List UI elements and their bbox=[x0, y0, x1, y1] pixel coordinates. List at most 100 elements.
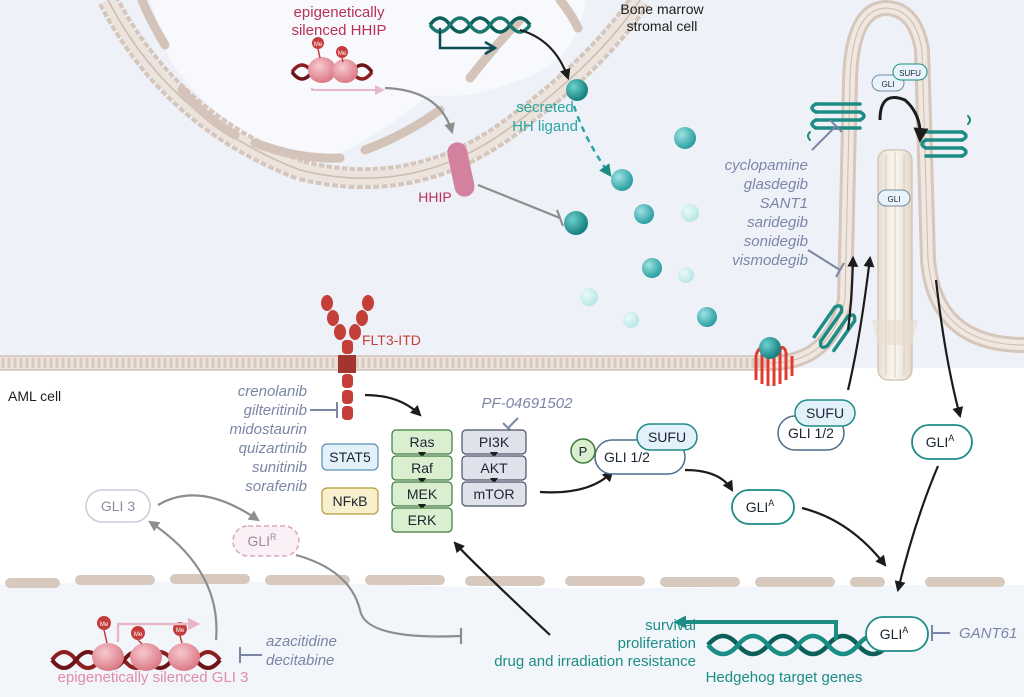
pi3k-label-pi3k: PI3K bbox=[479, 434, 510, 450]
pi3k-box-mtor bbox=[461, 481, 527, 507]
primary-cilium bbox=[872, 149, 918, 381]
flt3-inhibitors: crenolanibgilteritinibmidostaurinquizart… bbox=[229, 383, 307, 495]
glir-superscript: R bbox=[270, 532, 277, 542]
cilium-gli-sufu-complex: GLI SUFU GLI bbox=[871, 63, 928, 207]
svg-text:Me: Me bbox=[176, 628, 185, 634]
hh-targets-label: Hedgehog target genes bbox=[706, 669, 863, 686]
gant61-label: GANT61 bbox=[959, 625, 1017, 642]
phospho-label: P bbox=[579, 444, 588, 459]
svg-text:GLIA: GLIA bbox=[880, 625, 909, 642]
glia-cilium: GLIA bbox=[911, 424, 973, 460]
p-gli12-label: GLI 1/2 bbox=[604, 449, 650, 465]
smo-drug-sonidegib: sonidegib bbox=[744, 233, 808, 250]
nfkb-box: NFκB bbox=[321, 487, 379, 515]
hypo-drug-azacitidine: azacitidine bbox=[266, 633, 337, 650]
stromal-cell-membrane bbox=[98, 0, 650, 190]
svg-text:Me: Me bbox=[314, 42, 323, 48]
hypomethylating-agents: azacitidine decitabine bbox=[266, 633, 337, 669]
pi3k-inhibitor-label: PF-04691502 bbox=[482, 395, 574, 412]
hypo-drug-decitabine: decitabine bbox=[266, 652, 334, 669]
svg-text:Me: Me bbox=[134, 632, 143, 638]
hhip-label: HHIP bbox=[418, 189, 451, 205]
aml-nucleus bbox=[0, 581, 1024, 697]
svg-text:GLIA: GLIA bbox=[926, 433, 955, 450]
flt3-drug-quizartinib: quizartinib bbox=[239, 440, 307, 457]
stromal-nucleus bbox=[150, 0, 585, 170]
outcome-drug: drug and irradiation resistance bbox=[494, 653, 696, 670]
mapk-label-raf: Raf bbox=[411, 460, 433, 476]
flt3-label: FLT3-ITD bbox=[362, 332, 421, 348]
mapk-label-mek: MEK bbox=[407, 486, 438, 502]
svg-text:Me: Me bbox=[338, 51, 347, 57]
mapk-step-arrow bbox=[418, 478, 426, 484]
flt3-drug-sunitinib: sunitinib bbox=[252, 459, 307, 476]
pi3k-step-arrow bbox=[490, 452, 498, 458]
glir-protein: GLIR bbox=[232, 525, 300, 557]
hh-ligand-origin bbox=[566, 79, 588, 101]
pi3k-step-arrow bbox=[490, 478, 498, 484]
pi3k-label-mtor: mTOR bbox=[474, 486, 515, 502]
sufu-label: SUFU bbox=[806, 405, 844, 421]
stromal-hh-gene-dna bbox=[428, 16, 532, 56]
aml-nuclear-envelope bbox=[5, 574, 1005, 588]
glia-cilium-superscript: A bbox=[948, 433, 954, 443]
epi-gli3-label: epigenetically silenced GLI 3 bbox=[58, 669, 249, 686]
pathway-arrows bbox=[148, 28, 964, 644]
phospho-marker bbox=[570, 438, 596, 464]
hhip-protein bbox=[447, 142, 475, 197]
flt3-drug-sorafenib: sorafenib bbox=[245, 478, 307, 495]
stat5-label: STAT5 bbox=[329, 449, 371, 465]
cilium-sufu-label: SUFU bbox=[899, 69, 921, 78]
cilium-gli-label: GLI bbox=[882, 80, 895, 89]
outcome-proliferation: proliferation bbox=[618, 635, 696, 652]
gli-sufu-complex-cilium: GLI 1/2 SUFU bbox=[777, 399, 856, 451]
glia-cytoplasm-superscript: A bbox=[768, 498, 774, 508]
gli3-label: GLI 3 bbox=[101, 498, 135, 514]
p-sufu-label: SUFU bbox=[648, 429, 686, 445]
aml-cell-label: AML cell bbox=[8, 388, 61, 404]
inhibition-lines bbox=[239, 119, 950, 663]
glia-nucleus-superscript: A bbox=[902, 625, 908, 635]
mapk-label-ras: Ras bbox=[410, 434, 435, 450]
outcome-survival: survival bbox=[645, 617, 696, 634]
smo-drug-cyclopamine: cyclopamine bbox=[725, 157, 808, 174]
stat5-box: STAT5 bbox=[321, 443, 379, 471]
hh-target-genes-dna bbox=[706, 633, 890, 657]
hh-ligands bbox=[564, 79, 717, 328]
flt3-drug-crenolanib: crenolanib bbox=[238, 383, 307, 400]
bound-hh-ligand bbox=[759, 337, 781, 359]
nfkb-label: NFκB bbox=[333, 493, 368, 509]
hhip-bound-ligand bbox=[564, 211, 588, 235]
glir-label: GLI bbox=[247, 533, 270, 549]
smo-receptor-3 bbox=[812, 304, 857, 353]
glia-nucleus: GLIA bbox=[865, 616, 929, 652]
smo-drug-saridegib: saridegib bbox=[747, 214, 808, 231]
glia-nucleus-label: GLI bbox=[880, 626, 903, 642]
glia-cilium-label: GLI bbox=[926, 434, 949, 450]
svg-text:GLIR: GLIR bbox=[247, 532, 277, 549]
glia-cytoplasm: GLIA bbox=[731, 489, 795, 525]
flt3-itd-receptor bbox=[321, 295, 374, 420]
mapk-step-arrow bbox=[418, 504, 426, 510]
smo-drug-vismodegib: vismodegib bbox=[732, 252, 808, 269]
mapk-step-arrow bbox=[418, 452, 426, 458]
smo-receptor-1 bbox=[807, 102, 866, 141]
mapk-box-erk bbox=[391, 507, 453, 533]
gli3-protein: GLI 3 bbox=[85, 489, 151, 523]
smo-drug-sant1: SANT1 bbox=[760, 195, 808, 212]
mapk-label-erk: ERK bbox=[408, 512, 437, 528]
smo-drug-glasdegib: glasdegib bbox=[744, 176, 808, 193]
flt3-drug-midostaurin: midostaurin bbox=[229, 421, 307, 438]
gli12-label: GLI 1/2 bbox=[788, 425, 834, 441]
gli3-silenced-dna: Me Me Me bbox=[50, 616, 222, 671]
